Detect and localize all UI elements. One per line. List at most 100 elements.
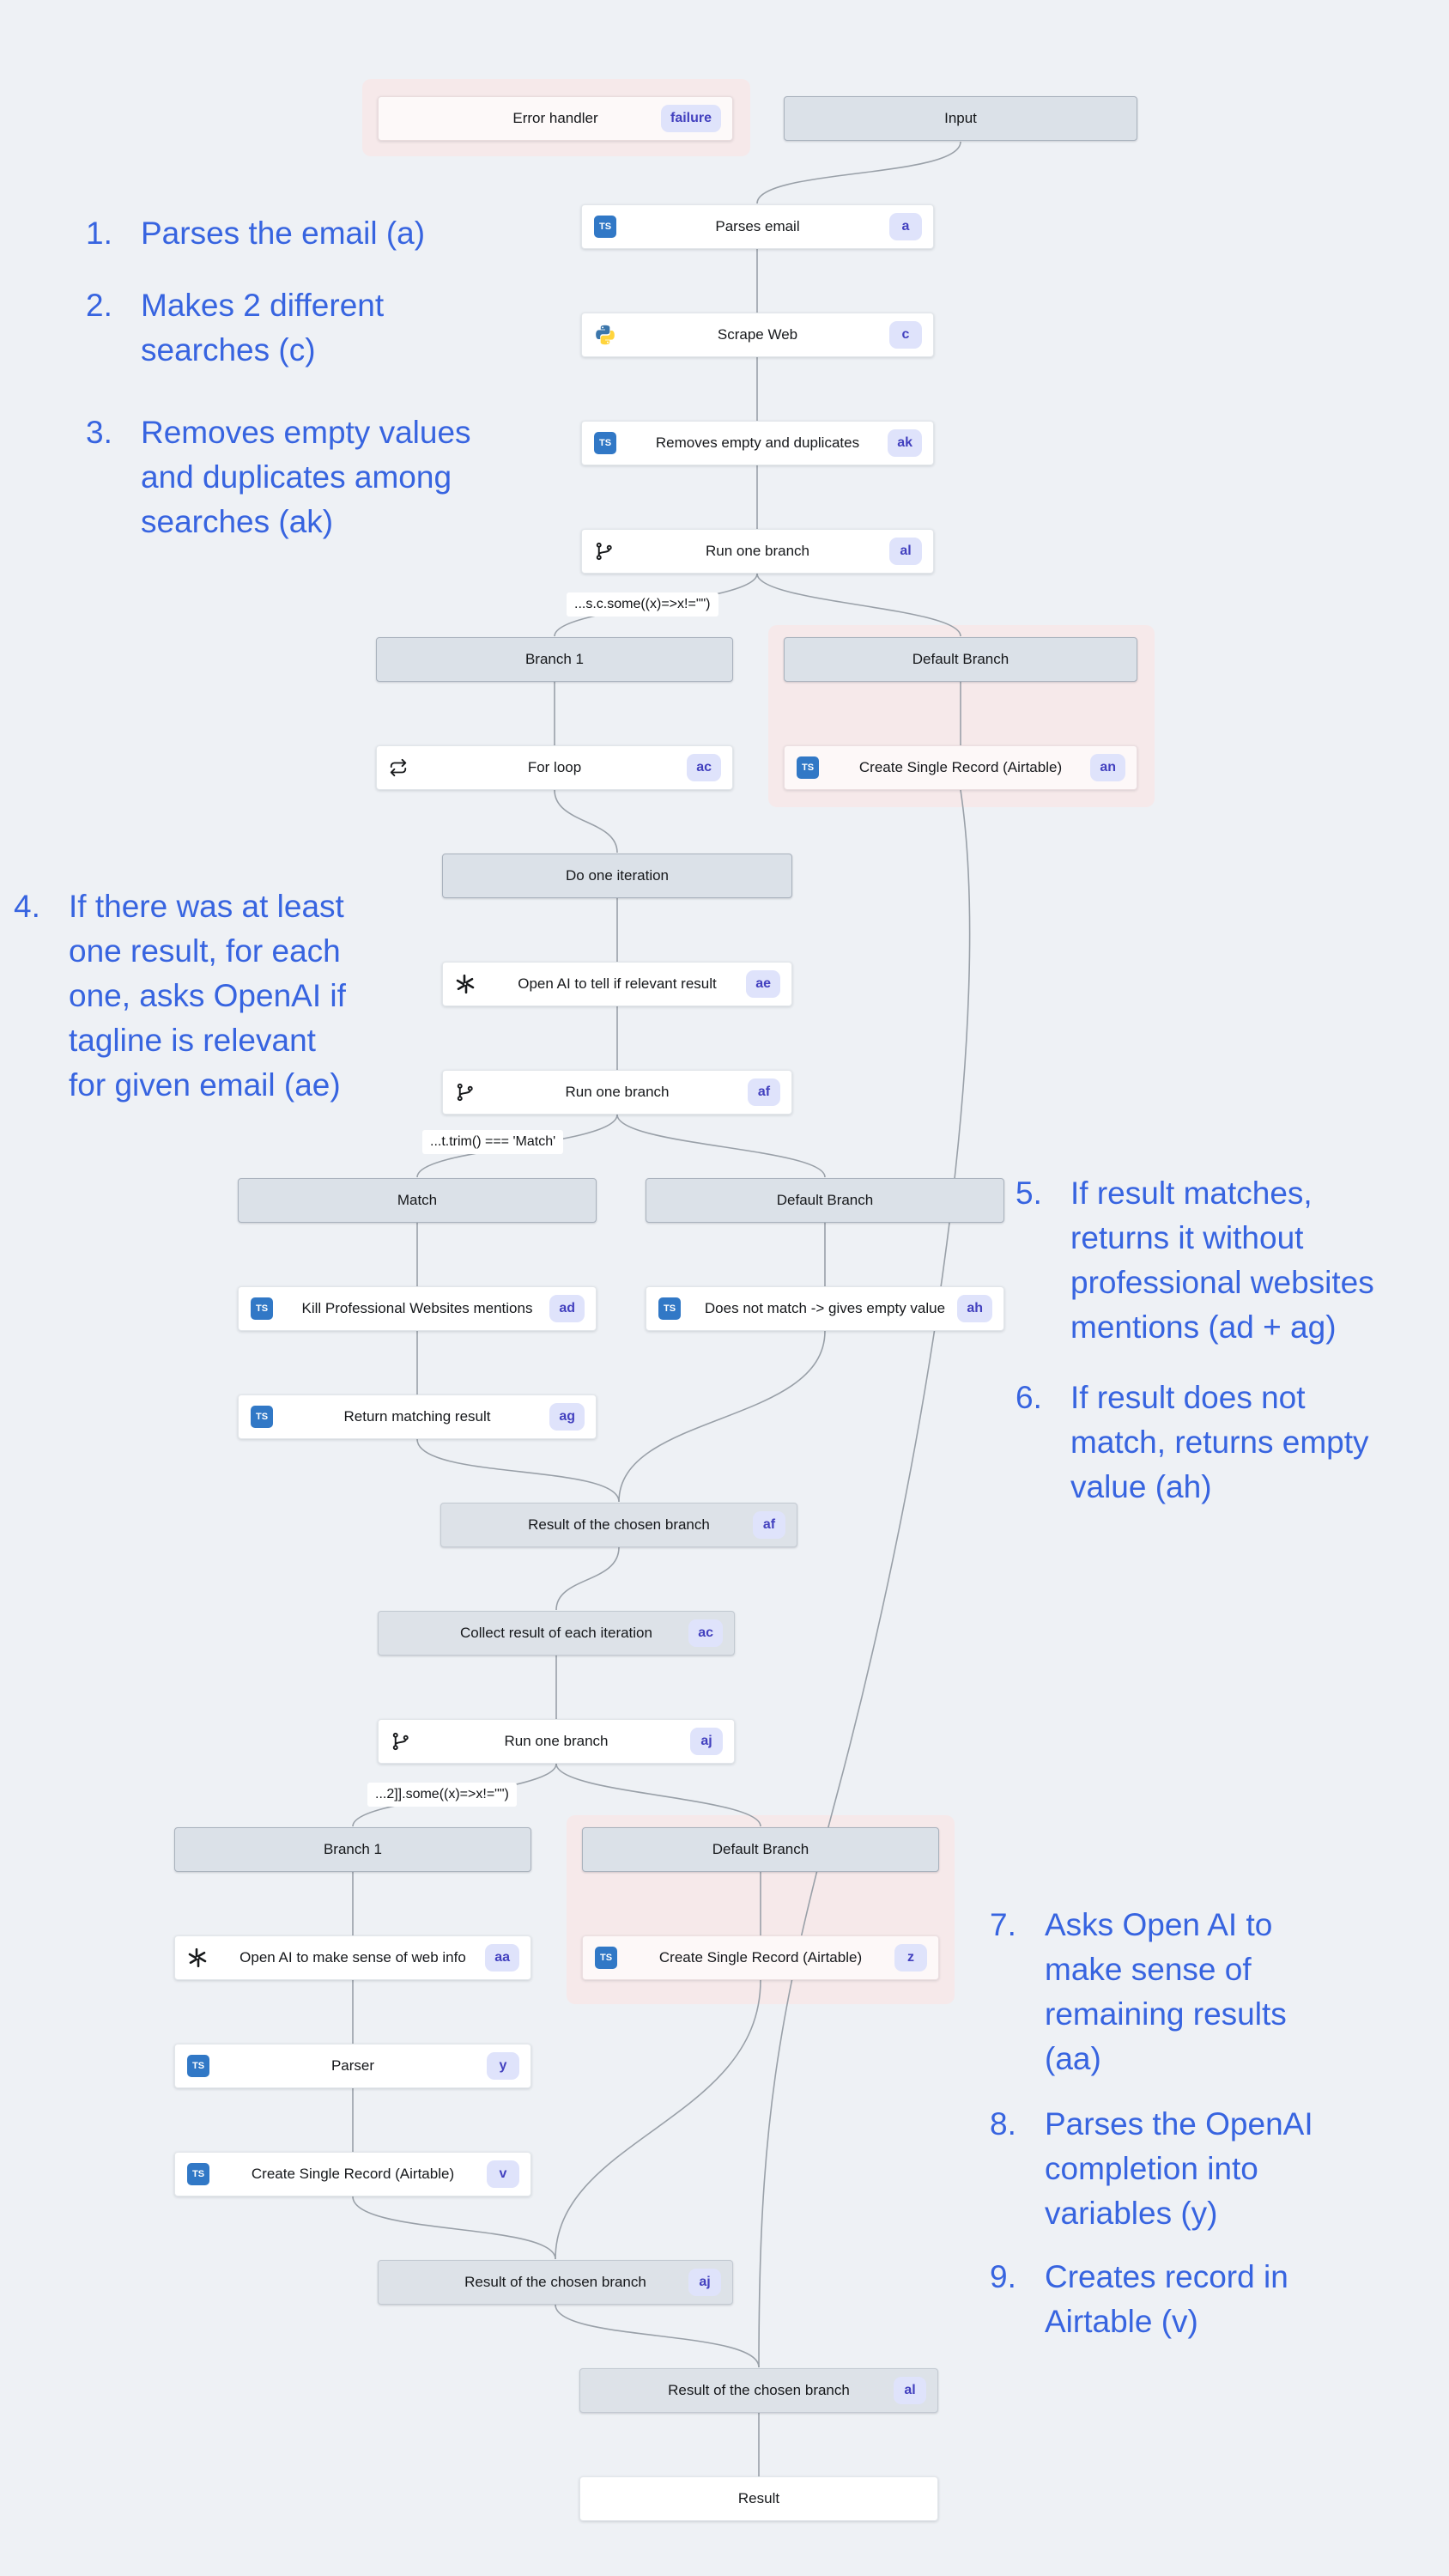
- node-badge: al: [889, 538, 922, 565]
- condition-label: ...s.c.some((x)=>x!=""): [567, 592, 718, 617]
- typescript-icon: TS: [187, 2163, 209, 2185]
- branch-header-1-bottom[interactable]: Branch 1: [174, 1827, 531, 1872]
- python-icon: [594, 324, 616, 346]
- node-badge: ac: [687, 754, 721, 781]
- typescript-icon: TS: [187, 2055, 209, 2077]
- node-label: Create Single Record (Airtable): [251, 2166, 455, 2182]
- node-create-single-record-z[interactable]: TS Create Single Record (Airtable) z: [582, 1935, 939, 1980]
- node-label: Result of the chosen branch: [528, 1516, 710, 1533]
- node-label: Result of the chosen branch: [464, 2274, 646, 2290]
- node-label: Open AI to tell if relevant result: [518, 975, 717, 992]
- do-one-iteration-header[interactable]: Do one iteration: [442, 854, 792, 898]
- node-label: Match: [397, 1192, 438, 1208]
- node-label: Result of the chosen branch: [668, 2382, 850, 2398]
- openai-icon: [455, 974, 476, 994]
- typescript-icon: TS: [251, 1406, 273, 1428]
- git-branch-icon: [594, 542, 614, 562]
- node-result[interactable]: Result: [579, 2476, 938, 2521]
- node-label: Do one iteration: [565, 867, 670, 884]
- node-label: Branch 1: [323, 1841, 383, 1857]
- node-run-one-branch-aj[interactable]: Run one branch aj: [378, 1719, 735, 1764]
- node-badge: an: [1090, 754, 1125, 781]
- node-label: Create Single Record (Airtable): [858, 759, 1063, 775]
- typescript-icon: TS: [658, 1297, 681, 1320]
- node-openai-relevant[interactable]: Open AI to tell if relevant result ae: [442, 962, 792, 1006]
- node-badge: ah: [957, 1295, 992, 1322]
- node-label: Parser: [330, 2057, 375, 2074]
- node-parser[interactable]: TS Parser y: [174, 2044, 531, 2088]
- node-label: Parses email: [715, 218, 800, 234]
- node-badge: aj: [690, 1728, 723, 1755]
- node-result-chosen-branch-al[interactable]: Result of the chosen branch al: [579, 2368, 938, 2413]
- node-label: Create Single Record (Airtable): [658, 1949, 863, 1965]
- node-scrape-web[interactable]: Scrape Web c: [581, 313, 934, 357]
- git-branch-icon: [455, 1083, 475, 1103]
- node-badge: af: [748, 1078, 780, 1106]
- node-error-handler[interactable]: Error handler failure: [378, 96, 733, 141]
- node-label: Default Branch: [912, 651, 1009, 667]
- node-label: Return matching result: [343, 1408, 491, 1425]
- node-label: Removes empty and duplicates: [655, 434, 860, 451]
- node-label: Does not match -> gives empty value: [704, 1300, 946, 1316]
- node-for-loop[interactable]: For loop ac: [376, 745, 733, 790]
- node-create-single-record-an[interactable]: TS Create Single Record (Airtable) an: [784, 745, 1137, 790]
- node-label: Error handler: [512, 110, 598, 126]
- node-label: Run one branch: [504, 1733, 609, 1749]
- annotation-1: 1. Parses the email (a): [86, 216, 426, 251]
- node-label: Run one branch: [706, 543, 809, 559]
- node-label: Run one branch: [565, 1084, 670, 1100]
- typescript-icon: TS: [594, 216, 616, 238]
- node-removes-empty-duplicates[interactable]: TS Removes empty and duplicates ak: [581, 421, 934, 465]
- node-badge: v: [487, 2160, 519, 2188]
- node-badge: y: [487, 2052, 519, 2080]
- match-branch-header[interactable]: Match: [238, 1178, 597, 1223]
- typescript-icon: TS: [594, 432, 616, 454]
- node-label: Default Branch: [776, 1192, 874, 1208]
- node-result-chosen-branch-aj[interactable]: Result of the chosen branch aj: [378, 2260, 733, 2305]
- node-badge: ac: [688, 1619, 723, 1647]
- node-result-chosen-branch-af[interactable]: Result of the chosen branch af: [440, 1503, 797, 1547]
- node-label: Collect result of each iteration: [460, 1625, 652, 1641]
- node-does-not-match[interactable]: TS Does not match -> gives empty value a…: [646, 1286, 1004, 1331]
- node-badge: a: [889, 213, 922, 240]
- node-badge: ag: [549, 1403, 585, 1431]
- node-label: For loop: [527, 759, 582, 775]
- node-openai-make-sense[interactable]: Open AI to make sense of web info aa: [174, 1935, 531, 1980]
- node-label: Input: [944, 110, 977, 126]
- node-label: Default Branch: [712, 1841, 809, 1857]
- node-label: Open AI to make sense of web info: [239, 1949, 466, 1965]
- node-badge: ak: [888, 429, 922, 457]
- node-label: Kill Professional Websites mentions: [301, 1300, 533, 1316]
- branch-header-1[interactable]: Branch 1: [376, 637, 733, 682]
- default-branch-header-mid[interactable]: Default Branch: [646, 1178, 1004, 1223]
- node-collect-result[interactable]: Collect result of each iteration ac: [378, 1611, 735, 1656]
- node-badge: z: [894, 1944, 927, 1971]
- node-label: Branch 1: [524, 651, 585, 667]
- node-badge: aj: [688, 2269, 721, 2296]
- node-kill-professional-websites[interactable]: TS Kill Professional Websites mentions a…: [238, 1286, 597, 1331]
- node-run-one-branch-al[interactable]: Run one branch al: [581, 529, 934, 574]
- node-input[interactable]: Input: [784, 96, 1137, 141]
- node-label: Result: [737, 2490, 780, 2506]
- node-badge: ae: [746, 970, 780, 998]
- default-branch-header-bottom[interactable]: Default Branch: [582, 1827, 939, 1872]
- node-return-matching-result[interactable]: TS Return matching result ag: [238, 1394, 597, 1439]
- node-badge: al: [894, 2377, 926, 2404]
- node-create-single-record-v[interactable]: TS Create Single Record (Airtable) v: [174, 2152, 531, 2196]
- node-run-one-branch-af[interactable]: Run one branch af: [442, 1070, 792, 1115]
- openai-icon: [187, 1947, 208, 1968]
- typescript-icon: TS: [797, 756, 819, 779]
- condition-label: ...2]].some((x)=>x!=""): [367, 1783, 517, 1807]
- node-parses-email[interactable]: TS Parses email a: [581, 204, 934, 249]
- default-branch-header-top[interactable]: Default Branch: [784, 637, 1137, 682]
- condition-label: ...t.trim() === 'Match': [422, 1130, 564, 1154]
- typescript-icon: TS: [595, 1947, 617, 1969]
